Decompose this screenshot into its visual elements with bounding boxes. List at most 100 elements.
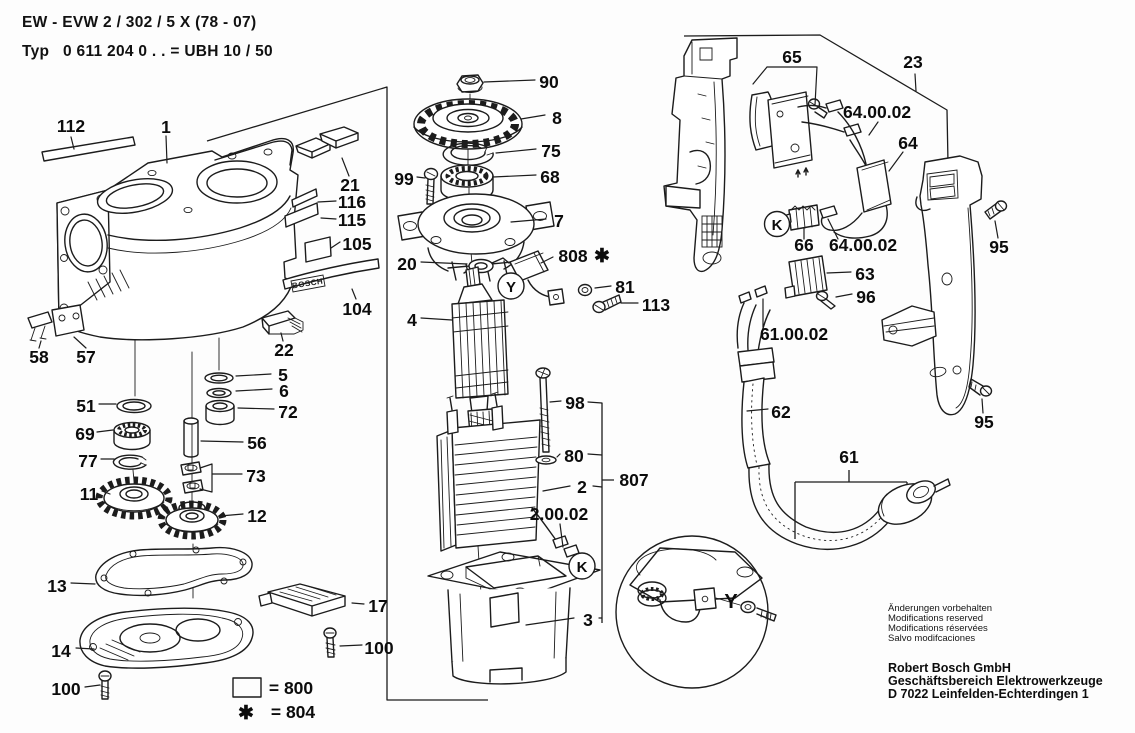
part-cover-plate-14 bbox=[79, 607, 254, 669]
label-72: 72 bbox=[278, 402, 298, 422]
marker-y-letter: Y bbox=[506, 279, 516, 296]
label-113: 113 bbox=[642, 295, 670, 315]
part-gear-housing bbox=[56, 137, 299, 341]
part-switch-65 bbox=[749, 91, 813, 178]
marker-k-circle-switch: K bbox=[763, 210, 791, 238]
label-95-lower: 95 bbox=[974, 412, 994, 432]
marker-k-letter: K bbox=[577, 559, 588, 576]
part-plate-116 bbox=[291, 188, 318, 208]
part-left-handle-shell bbox=[663, 37, 738, 273]
label-100-left: 100 bbox=[51, 679, 80, 699]
header-typ-value: 0 611 204 0 . . = UBH 10 / 50 bbox=[63, 43, 273, 60]
note-en: Modifications reserved bbox=[888, 613, 983, 624]
part-screw-95-upper bbox=[984, 200, 1008, 220]
label-8: 8 bbox=[552, 108, 562, 128]
note-fr: Modifications réservées bbox=[888, 623, 988, 634]
company-address: D 7022 Leinfelden-Echterdingen 1 bbox=[888, 687, 1089, 701]
part-snap-ring-75 bbox=[442, 142, 494, 166]
part-capacitor-64 bbox=[856, 159, 892, 213]
label-57: 57 bbox=[76, 347, 95, 367]
part-fan-8 bbox=[413, 98, 523, 150]
label-100-right: 100 bbox=[364, 638, 393, 658]
label-6: 6 bbox=[279, 381, 289, 401]
part-ring-5 bbox=[204, 372, 234, 384]
part-ring-6 bbox=[206, 387, 232, 399]
part-sticker-112 bbox=[41, 136, 136, 162]
legend: = 800 ✱ = 804 bbox=[232, 677, 315, 724]
label-64-00-02-lower: 64.00.02 bbox=[829, 235, 897, 255]
part-damper-blocks-21 bbox=[295, 126, 359, 159]
label-75: 75 bbox=[541, 141, 561, 161]
label-2: 2 bbox=[577, 477, 587, 497]
label-98: 98 bbox=[565, 393, 585, 413]
header-typ-label: Typ bbox=[22, 43, 49, 60]
part-washer-80 bbox=[535, 455, 557, 465]
frame-lines bbox=[206, 34, 949, 701]
part-cable-61 bbox=[748, 463, 891, 551]
label-63: 63 bbox=[855, 264, 875, 284]
label-23: 23 bbox=[903, 52, 923, 72]
label-21: 21 bbox=[340, 175, 360, 195]
label-14: 14 bbox=[51, 641, 71, 661]
label-116: 116 bbox=[338, 192, 366, 212]
label-64: 64 bbox=[898, 133, 918, 153]
legend-square-value: = 800 bbox=[269, 678, 314, 698]
part-bearing-69 bbox=[113, 421, 151, 451]
part-gear-12 bbox=[157, 500, 227, 540]
legend-square-symbol bbox=[232, 677, 262, 698]
leader-lines bbox=[38, 66, 999, 688]
part-cord-wires-61-00-02 bbox=[736, 285, 771, 353]
label-62: 62 bbox=[771, 402, 791, 422]
label-12: 12 bbox=[247, 506, 267, 526]
label-65: 65 bbox=[782, 47, 802, 67]
part-switch-screw bbox=[807, 98, 828, 119]
label-68: 68 bbox=[540, 167, 560, 187]
part-gear-11 bbox=[95, 476, 173, 520]
label-4: 4 bbox=[407, 310, 417, 330]
label-808-asterisk: ✱ bbox=[594, 246, 610, 267]
label-5: 5 bbox=[278, 365, 288, 385]
label-105: 105 bbox=[342, 234, 371, 254]
label-17: 17 bbox=[368, 596, 387, 616]
part-labels: 112 1 21 116 115 105 104 22 58 57 5 6 72… bbox=[29, 47, 1009, 699]
footer-company: Robert Bosch GmbH Geschäftsbereich Elekt… bbox=[888, 661, 1103, 701]
label-104: 104 bbox=[342, 299, 371, 319]
marker-y-circle: Y bbox=[497, 272, 525, 300]
part-screw-95-lower bbox=[968, 378, 993, 397]
label-58: 58 bbox=[29, 347, 49, 367]
part-gasket-13 bbox=[95, 546, 253, 597]
note-de: Änderungen vorbehalten bbox=[888, 603, 992, 614]
part-screw-100-right bbox=[323, 627, 337, 658]
part-ring-51 bbox=[116, 398, 152, 414]
part-plate-105 bbox=[304, 236, 332, 263]
part-screw-113 bbox=[592, 294, 622, 314]
label-115: 115 bbox=[338, 210, 366, 230]
label-99: 99 bbox=[394, 169, 414, 189]
note-es: Salvo modifcaciones bbox=[888, 633, 975, 644]
label-96: 96 bbox=[856, 287, 876, 307]
label-95-upper: 95 bbox=[989, 237, 1009, 257]
part-field-coil-2 bbox=[436, 391, 580, 558]
label-81: 81 bbox=[615, 277, 635, 297]
part-bosch-label-strip-104: BOSCH bbox=[282, 258, 380, 293]
inset-y-letter: Y bbox=[724, 591, 738, 613]
legend-asterisk-symbol: ✱ bbox=[238, 703, 254, 724]
label-90: 90 bbox=[539, 72, 559, 92]
part-plug-61 bbox=[877, 478, 951, 525]
part-connector-sleeve-lower bbox=[819, 205, 838, 219]
inset-detail-y: Y bbox=[615, 535, 777, 689]
part-brush-holder-22 bbox=[261, 310, 304, 335]
part-grille-63 bbox=[784, 255, 828, 299]
part-cord-grommet-62 bbox=[737, 347, 776, 469]
part-bearing-plate-7 bbox=[397, 193, 555, 283]
part-motor-housing-3 bbox=[427, 551, 601, 685]
label-77: 77 bbox=[78, 451, 97, 471]
marker-k-circle-motor: K bbox=[568, 552, 596, 580]
part-plate-57 bbox=[51, 304, 85, 337]
part-clip-58 bbox=[27, 311, 53, 342]
label-807: 807 bbox=[619, 470, 648, 490]
footer-notes: Änderungen vorbehalten Modifications res… bbox=[888, 603, 992, 644]
part-washer-81 bbox=[577, 283, 593, 297]
